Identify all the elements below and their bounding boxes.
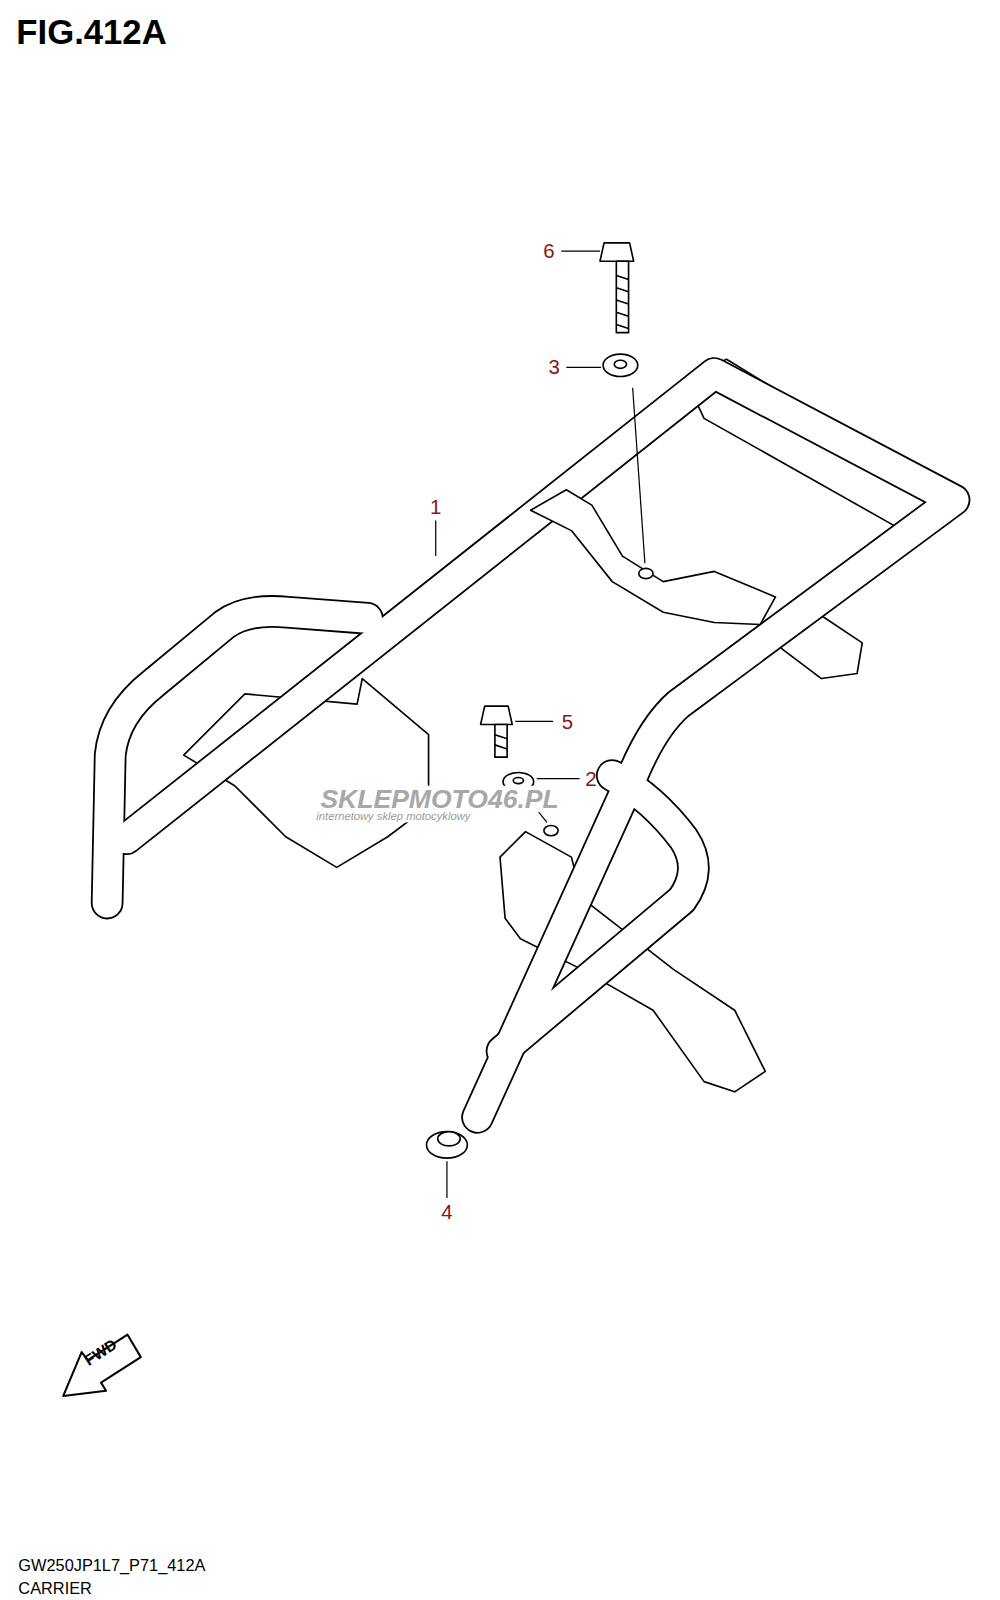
callout-number: 3 <box>548 357 559 377</box>
callout-number: 6 <box>543 241 554 261</box>
callout-number: 5 <box>562 711 573 731</box>
callout-number: 4 <box>441 1202 452 1222</box>
callout-number: 1 <box>430 497 441 517</box>
figure-code: GW250JP1L7_P71_412A <box>18 1558 205 1574</box>
figure-title: FIG.412A <box>16 14 166 49</box>
section-caption: CARRIER <box>18 1581 91 1597</box>
watermark: internetowy sklep motocyklowy <box>314 811 472 822</box>
callout-number: 2 <box>585 768 596 788</box>
watermark: SKLEPMOTO46.PL <box>318 786 560 813</box>
